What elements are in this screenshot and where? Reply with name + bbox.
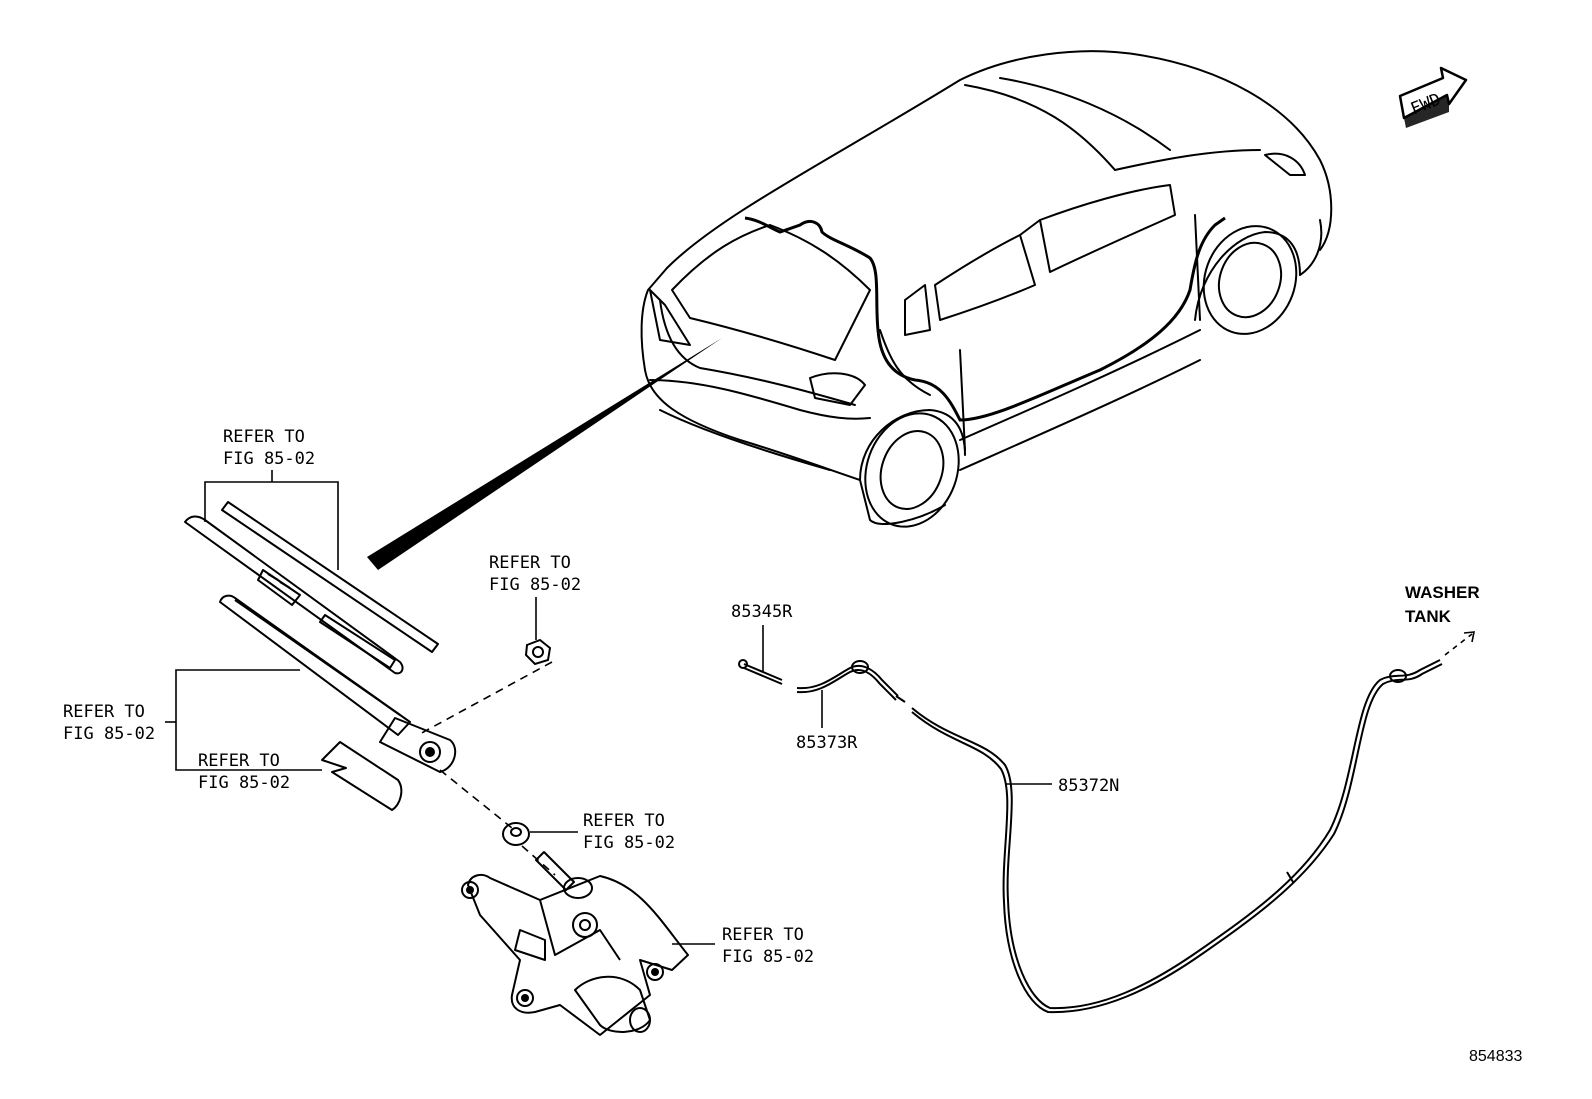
washer-hoses xyxy=(738,659,1443,1014)
nut-icon xyxy=(524,638,552,666)
wiper-blade xyxy=(184,501,439,675)
wiper-cover xyxy=(321,741,403,811)
assembly-guide-lines xyxy=(417,661,556,876)
vehicle-outline xyxy=(640,50,1333,528)
svg-text:TANK: TANK xyxy=(1405,607,1452,626)
svg-text:REFER TO: REFER TO xyxy=(489,553,571,573)
refer-label-1: REFER TO FIG 85-02 xyxy=(223,427,315,469)
wiper-arm xyxy=(219,594,457,773)
leader-lines xyxy=(165,470,1052,945)
svg-text:REFER TO: REFER TO xyxy=(223,427,305,447)
svg-text:REFER TO: REFER TO xyxy=(63,702,145,722)
svg-text:FIG 85-02: FIG 85-02 xyxy=(489,575,581,595)
svg-text:REFER TO: REFER TO xyxy=(722,925,804,945)
refer-label-4: REFER TO FIG 85-02 xyxy=(198,751,290,793)
washer-tank-label: WASHER TANK xyxy=(1405,583,1480,626)
svg-text:FIG 85-02: FIG 85-02 xyxy=(63,724,155,744)
washer-icon xyxy=(502,822,530,846)
svg-text:REFER TO: REFER TO xyxy=(198,751,280,771)
refer-label-3: REFER TO FIG 85-02 xyxy=(63,702,155,744)
svg-text:FIG 85-02: FIG 85-02 xyxy=(223,449,315,469)
refer-label-2: REFER TO FIG 85-02 xyxy=(489,553,581,595)
callout-wedge xyxy=(367,338,722,570)
figure-number: 854833 xyxy=(1469,1048,1522,1065)
refer-label-5: REFER TO FIG 85-02 xyxy=(583,811,675,853)
vehicle-hose-route xyxy=(744,216,1226,422)
svg-text:FIG 85-02: FIG 85-02 xyxy=(722,947,814,967)
svg-text:FIG 85-02: FIG 85-02 xyxy=(583,833,675,853)
svg-text:FIG 85-02: FIG 85-02 xyxy=(198,773,290,793)
wiper-motor xyxy=(461,851,689,1036)
part-number-hose-short: 85373R xyxy=(796,733,858,753)
svg-text:REFER TO: REFER TO xyxy=(583,811,665,831)
refer-label-6: REFER TO FIG 85-02 xyxy=(722,925,814,967)
to-washer-tank-arrow xyxy=(1444,631,1475,656)
part-number-hose-long: 85372N xyxy=(1058,776,1119,796)
svg-text:WASHER: WASHER xyxy=(1405,583,1480,602)
fwd-arrow-icon: FWD xyxy=(1398,66,1468,128)
part-number-nozzle: 85345R xyxy=(731,602,793,622)
